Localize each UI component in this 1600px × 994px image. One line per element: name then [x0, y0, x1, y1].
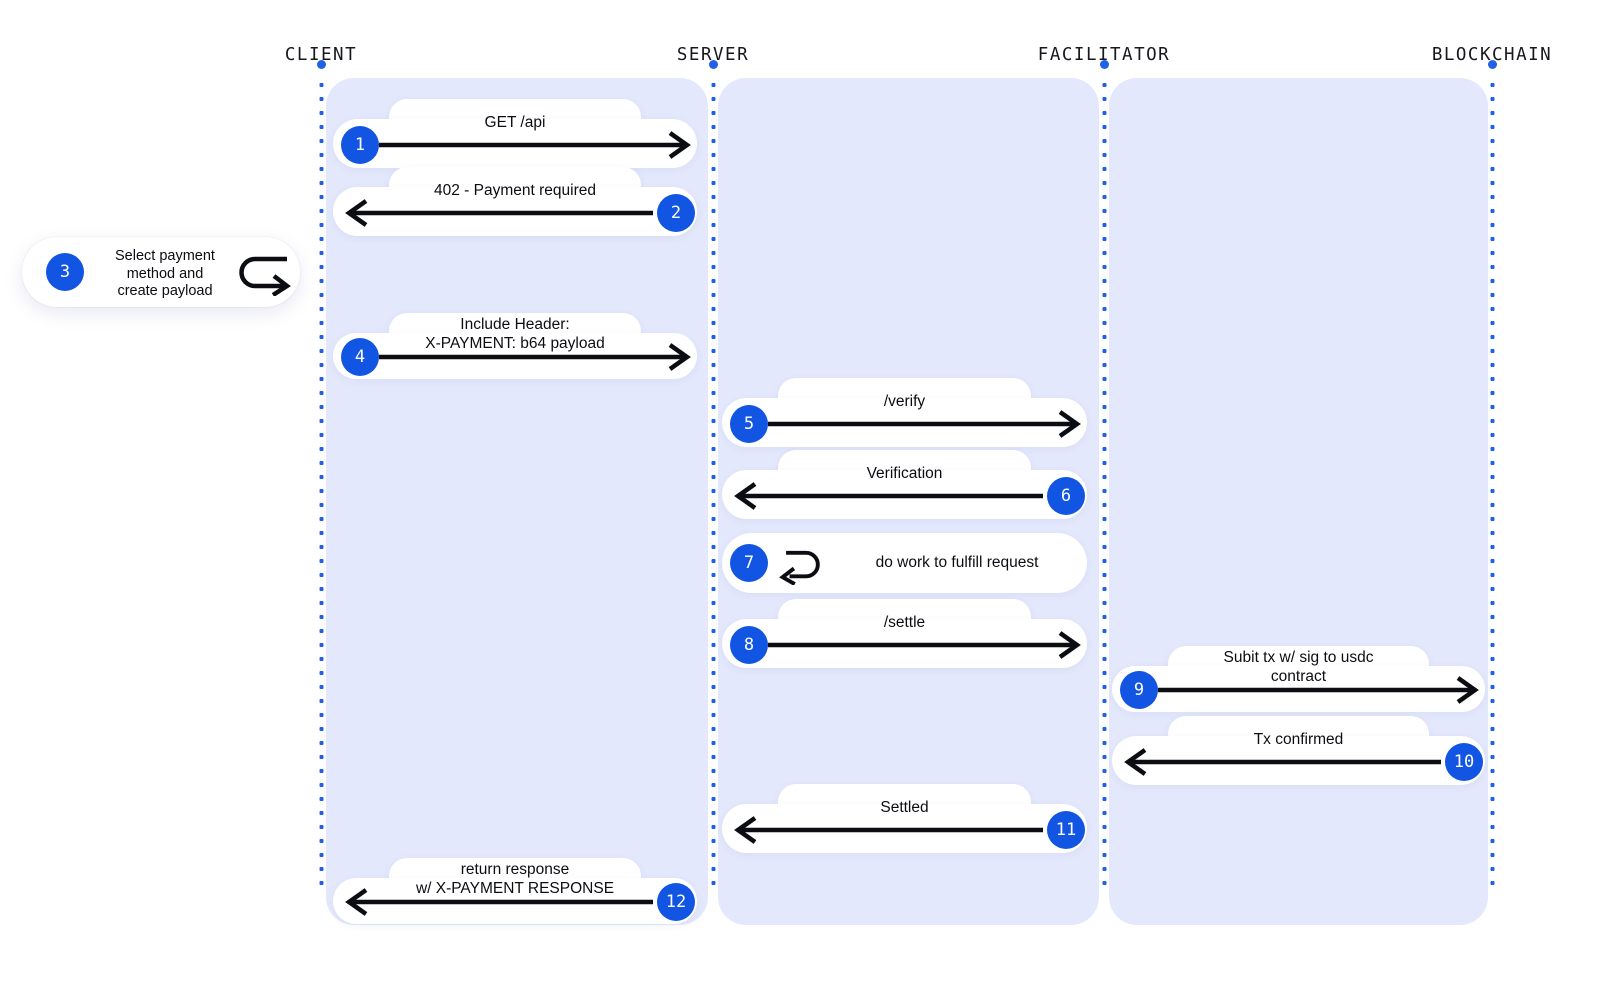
step-badge-2: 2	[657, 194, 695, 232]
lane-panel-facilitator-blockchain	[1109, 78, 1488, 925]
message-label: Verification	[866, 465, 943, 482]
step-badge-10: 10	[1445, 743, 1483, 781]
step-badge-5: 5	[730, 405, 768, 443]
step-badge-3: 3	[46, 253, 84, 291]
lifeline-server	[710, 78, 716, 892]
lifeline-dot-icon	[708, 60, 718, 69]
message-label: GET /api	[484, 114, 546, 131]
arrow-left-icon	[734, 482, 1043, 510]
actor-label-server: SERVER	[676, 45, 750, 65]
message-label: Tx confirmed	[1253, 731, 1344, 748]
u-turn-left-icon	[779, 550, 820, 585]
message-line-1: Subit tx w/ sig to usdc	[1223, 649, 1374, 666]
u-turn-right-icon	[239, 256, 291, 296]
message-line-2: X-PAYMENT: b64 payload	[425, 334, 605, 352]
message-label: return response w/ X-PAYMENT RESPONSE	[373, 861, 657, 898]
note-label: Select payment method and create payload	[90, 248, 240, 301]
arrow-right-icon	[768, 410, 1081, 438]
step-badge-11: 11	[1047, 811, 1085, 849]
message-label: do work to fulfill request	[875, 554, 1039, 571]
arrow-left-icon	[734, 816, 1043, 844]
arrow-left-icon	[345, 199, 653, 227]
arrow-right-icon	[1158, 676, 1479, 704]
lifeline-dot-icon	[1487, 60, 1497, 69]
lifeline-dot-icon	[1099, 60, 1109, 69]
message-label: /settle	[883, 614, 926, 631]
step-badge-12: 12	[657, 883, 695, 921]
actor-label-blockchain: BLOCKCHAIN	[1431, 45, 1553, 65]
arrow-right-icon	[379, 343, 691, 371]
lifeline-blockchain	[1489, 78, 1495, 892]
message-label: Settled	[880, 799, 929, 816]
actor-label-client: CLIENT	[284, 45, 358, 65]
lifeline-dot-icon	[316, 60, 326, 69]
message-line-1: Include Header:	[460, 316, 570, 333]
message-line-1: return response	[460, 861, 570, 878]
message-7-do-work: 7 do work to fulfill request	[722, 533, 1087, 593]
note-line-3: create payload	[117, 283, 213, 299]
step-badge-7: 7	[730, 544, 768, 582]
step-badge-4: 4	[341, 338, 379, 376]
note-line-2: method and	[126, 265, 204, 282]
arrow-left-icon	[1124, 748, 1441, 776]
arrow-right-icon	[768, 631, 1081, 659]
message-label: Include Header: X-PAYMENT: b64 payload	[373, 316, 657, 353]
step-badge-1: 1	[341, 126, 379, 164]
arrow-left-icon	[345, 888, 653, 916]
message-line-2: w/ X-PAYMENT RESPONSE	[415, 879, 615, 897]
message-label: 402 - Payment required	[434, 182, 596, 199]
actor-label-facilitator: FACILITATOR	[1037, 45, 1171, 65]
message-label: /verify	[883, 393, 926, 410]
message-3-select-payment-note: 3 Select payment method and create paylo…	[22, 237, 300, 307]
lifeline-client	[318, 78, 324, 892]
lifeline-facilitator	[1101, 78, 1107, 892]
arrow-right-icon	[379, 131, 691, 159]
message-line-2: contract	[1270, 667, 1327, 685]
note-line-1: Select payment	[115, 248, 215, 264]
step-badge-9: 9	[1120, 671, 1158, 709]
step-badge-8: 8	[730, 626, 768, 664]
message-label: Subit tx w/ sig to usdc contract	[1152, 649, 1445, 686]
message-bubble	[722, 533, 1087, 593]
step-badge-6: 6	[1047, 477, 1085, 515]
